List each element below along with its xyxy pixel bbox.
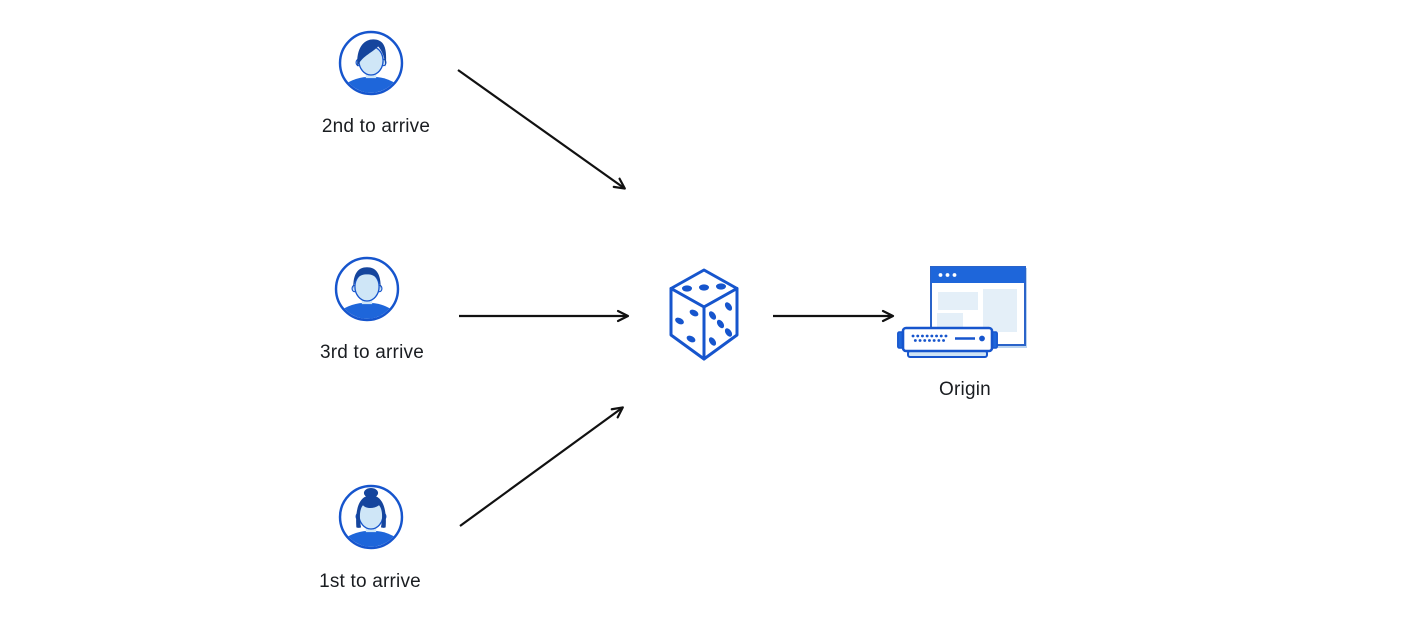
browser-title-bar [931, 267, 1025, 283]
avatar-hair [357, 39, 387, 67]
dice-icon [669, 268, 739, 361]
server-body [901, 326, 994, 353]
label-1st-to-arrive: 1st to arrive [319, 571, 421, 592]
browser-content-panels [937, 289, 1017, 332]
avatar-man-swept-hair-icon [337, 29, 405, 97]
server-led [979, 335, 985, 342]
arrow-2nd-to-dice [457, 69, 626, 190]
label-2nd-to-arrive: 2nd to arrive [321, 116, 431, 137]
server-dot-grid [911, 334, 951, 342]
label-origin: Origin [939, 379, 991, 400]
browser-window [930, 266, 1027, 348]
avatar-man-short-hair-icon [333, 255, 401, 323]
dice-pips [675, 283, 733, 346]
origin-browser-server-icon [897, 266, 1027, 358]
avatar-hair-bun [363, 488, 379, 498]
browser-window-dots [938, 273, 957, 277]
server [897, 326, 998, 358]
arrow-1st-to-dice [459, 406, 624, 527]
avatar-hair [353, 267, 381, 289]
avatar-woman-bun-icon [337, 483, 405, 551]
label-3rd-to-arrive: 3rd to arrive [320, 342, 424, 363]
avatar-hair [356, 495, 386, 528]
